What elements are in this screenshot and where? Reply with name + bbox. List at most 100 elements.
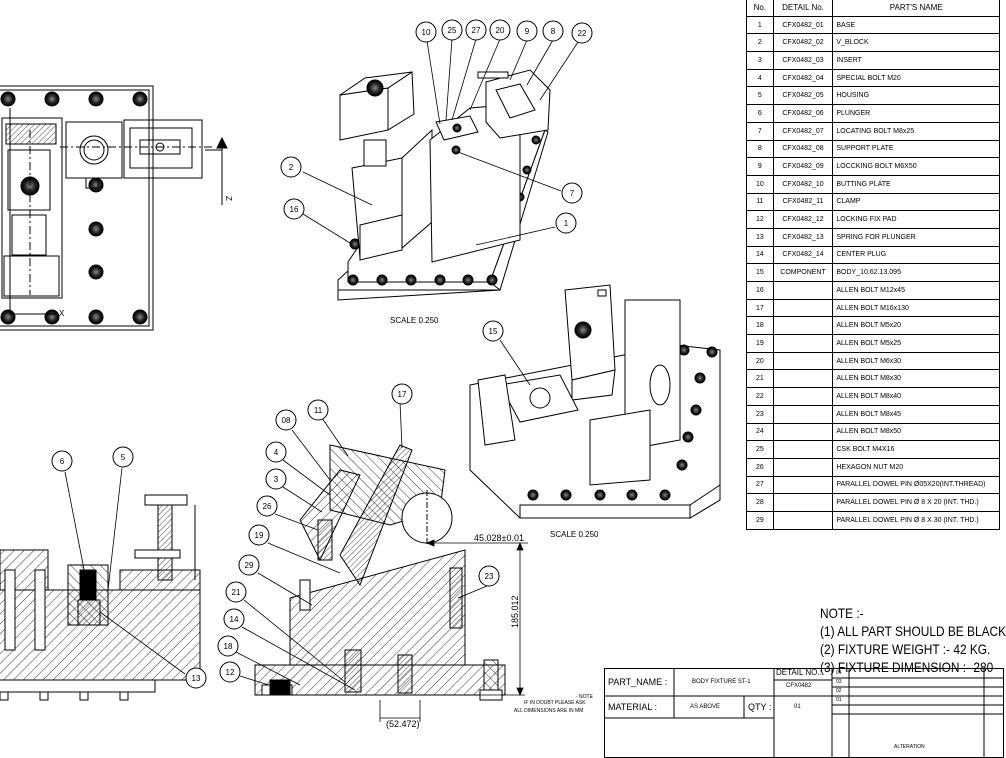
part-no-cell: 11 [746,192,774,212]
balloon-11: 11 [307,399,329,421]
svg-text:9: 9 [525,27,530,36]
detail-no-cell [772,422,834,442]
balloon-15: 15 [482,320,504,342]
detail-no-cell [772,351,834,371]
detail-no-cell: CFX0482_11 [772,192,834,212]
part-no-cell: 29 [746,510,774,530]
balloon-10: 10 [415,21,437,43]
axis-label-x: X [59,309,65,318]
part-name-value: BODY FIXTURE ST-1 [692,679,751,685]
svg-text:11: 11 [314,406,323,415]
svg-text:21: 21 [232,588,241,597]
balloon-4: 4 [265,441,287,463]
part-no-cell: 19 [746,334,774,353]
part-name-cell: PLUNGER [832,104,1000,123]
isometric-view-right [469,284,721,519]
detail-no-cell [772,316,834,336]
part-no-cell: 22 [746,387,774,406]
detail-no-cell [772,493,834,512]
part-name-cell: HOUSING [832,86,1000,106]
balloon-5: 5 [112,446,134,468]
balloon-26: 26 [256,495,278,517]
note-item-1: (1) ALL PART SHOULD BE BLACK [820,623,1006,639]
note-item-3: (3) FIXTURE DIMENSION :- 280 [820,659,994,675]
part-name-cell: SPRING FOR PLUNGER [832,227,1000,247]
balloon-3: 3 [265,468,287,490]
dimension-bottom: (52.472) [386,719,420,729]
svg-text:10: 10 [422,28,431,37]
part-no-cell: 13 [746,227,774,247]
rev-03: 03 [836,679,842,685]
part-no-cell: 14 [746,245,774,265]
svg-text:13: 13 [192,674,201,683]
part-name-cell: ALLEN BOLT M16x130 [832,298,1000,318]
part-no-cell: 15 [746,263,774,282]
part-name-cell: ALLEN BOLT M5x25 [832,334,1000,353]
part-no-cell: 1 [746,15,774,35]
detail-no-cell: CFX0482_05 [772,86,834,106]
detail-no-cell: CFX0482_08 [772,139,834,159]
part-no-cell: 21 [746,369,774,389]
balloon-12: 12 [219,661,241,683]
svg-text:3: 3 [274,475,279,484]
rev-02: 02 [836,688,842,694]
section-view-left [0,494,201,701]
svg-text:29: 29 [245,561,254,570]
part-no-cell: 25 [746,440,774,459]
part-name-cell: ALLEN BOLT M8x30 [832,369,1000,389]
svg-text:6: 6 [60,457,65,466]
svg-text:12: 12 [226,668,235,677]
rev-04: 04 [836,670,842,676]
detail-no-cell: CFX0482_14 [772,245,834,265]
col-header-name: PART'S NAME [832,0,1000,17]
part-name-cell: INSERT [832,51,1000,70]
balloon-27: 27 [465,19,487,41]
part-name-cell: LOCATING BOLT M8x25 [832,121,1000,141]
note-item-2: (2) FIXTURE WEIGHT :- 42 KG. [820,641,991,657]
svg-text:16: 16 [290,205,299,214]
side-note-2: IF IN DOUBT PLEASE ASK [524,700,586,706]
iso-right-scale: SCALE 0.250 [550,530,599,539]
part-no-cell: 3 [746,51,774,70]
svg-text:7: 7 [570,189,575,198]
part-name-cell: CSK BOLT M4X16 [832,440,1000,459]
detail-no-cell: CFX0482_10 [772,174,834,194]
part-no-cell: 5 [746,86,774,106]
part-no-cell: 8 [746,139,774,159]
detail-no-cell: COMPONENT [772,263,834,282]
parts-table-row: 21 ALLEN BOLT M8x30 [746,369,1000,389]
svg-text:19: 19 [255,531,264,540]
part-name-cell: CENTER PLUG [832,245,1000,265]
isometric-view-top [337,69,551,301]
part-no-cell: 16 [746,281,774,300]
parts-table-header: No. DETAIL No. PART'S NAME [746,0,1000,17]
detail-no-value: CFX0482 [786,683,812,689]
part-name-cell: SUPPORT PLATE [832,139,1000,159]
balloon-14: 14 [223,608,245,630]
balloon-7: 7 [561,182,583,204]
svg-text:8: 8 [551,27,556,36]
detail-no-cell: CFX0482_13 [772,227,834,247]
dimension-width: 45.028±0.01 [474,533,524,543]
axis-label-z: Z [224,196,233,201]
top-view [0,85,228,331]
part-name-cell: ALLEN BOLT M5x20 [832,316,1000,336]
part-no-cell: 6 [746,104,774,123]
part-name-cell: BODY_10.62.13.095 [832,263,1000,282]
part-name-cell: ALLEN BOLT M8x45 [832,404,1000,424]
part-name-cell: PARALLEL DOWEL PIN Ø05X20(INT.THREAD) [832,475,1000,495]
part-no-cell: 20 [746,351,774,371]
part-no-cell: 10 [746,174,774,194]
detail-no-cell: CFX0482_01 [772,15,834,35]
svg-text:4: 4 [274,448,279,457]
balloon-20: 20 [489,19,511,41]
